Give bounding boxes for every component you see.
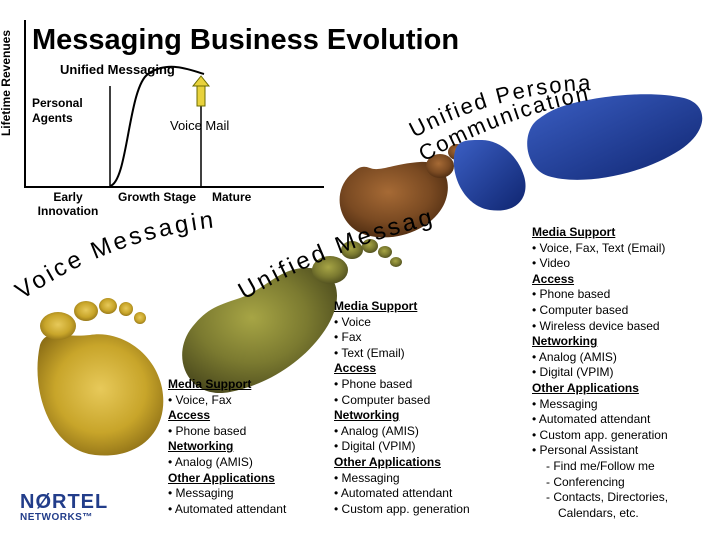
panel-item: • Automated attendant bbox=[532, 412, 651, 427]
panel-item: • Voice, Fax, Text (Email) bbox=[532, 240, 666, 255]
panel-item: • Messaging bbox=[168, 486, 234, 501]
y-axis bbox=[24, 20, 26, 187]
panel-item: • Computer based bbox=[334, 392, 431, 407]
panel-item: • Analog (AMIS) bbox=[334, 423, 419, 438]
arrow-shaft bbox=[196, 85, 206, 107]
panel-unified-personal: Media Support• Voice, Fax, Text (Email)•… bbox=[532, 225, 668, 521]
panel-item: • Analog (AMIS) bbox=[168, 454, 253, 469]
panel-heading: Networking bbox=[532, 334, 598, 349]
stage-personal-agents: Personal Agents bbox=[32, 96, 83, 125]
panel-heading: Networking bbox=[334, 408, 400, 423]
panel-heading: Media Support bbox=[532, 225, 616, 239]
panel-heading: Other Applications bbox=[334, 454, 441, 469]
panel-item: • Phone based bbox=[334, 376, 413, 391]
panel-heading: Media Support bbox=[168, 377, 252, 391]
arrow-head bbox=[191, 75, 211, 87]
panel-item: - Conferencing bbox=[546, 474, 625, 489]
page-title: Messaging Business Evolution bbox=[32, 24, 460, 56]
curve-label: Unified Messaging bbox=[60, 62, 175, 77]
stage-mature: Mature bbox=[212, 190, 252, 204]
panel-unified-messaging: Media Support• Voice• Fax• Text (Email)A… bbox=[334, 299, 470, 517]
panel-item: - Contacts, Directories, bbox=[546, 490, 669, 505]
panel-item: • Voice bbox=[334, 314, 371, 329]
panel-item: • Custom app. generation bbox=[334, 501, 470, 516]
arc-unified-messaging: Unified Messaging bbox=[0, 0, 438, 305]
stage-voice-mail: Voice Mail bbox=[170, 118, 230, 133]
panel-item: • Fax bbox=[334, 330, 362, 345]
panel-item: • Automated attendant bbox=[334, 486, 453, 501]
panel-item: • Video bbox=[532, 256, 571, 271]
panel-item: • Voice, Fax bbox=[168, 392, 232, 407]
shoe-print-sole bbox=[527, 94, 703, 180]
panel-heading: Access bbox=[168, 408, 211, 423]
panel-item: • Computer based bbox=[532, 302, 629, 317]
panel-item: • Wireless device based bbox=[532, 318, 660, 333]
stage-early-innovation: Early Innovation bbox=[37, 190, 99, 218]
panel-item: • Phone based bbox=[532, 287, 611, 302]
arc-voice-messaging: Voice Messaging bbox=[0, 0, 218, 305]
footprint-unified-messaging bbox=[182, 239, 402, 394]
panel-item: Calendars, etc. bbox=[558, 505, 639, 520]
adoption-curve bbox=[109, 65, 205, 187]
panel-item: • Digital (VPIM) bbox=[532, 365, 614, 380]
panel-heading: Access bbox=[532, 271, 575, 286]
logo-wordmark: NØRTEL bbox=[20, 491, 109, 513]
panel-item: • Custom app. generation bbox=[532, 427, 668, 442]
panel-item: - Find me/Follow me bbox=[546, 458, 655, 473]
nortel-logo: NØRTEL NETWORKS™ bbox=[20, 492, 108, 523]
logo-subtitle: NETWORKS™ bbox=[20, 512, 93, 523]
panel-heading: Access bbox=[334, 361, 377, 376]
panel-heading: Media Support bbox=[334, 299, 418, 313]
panel-item: • Personal Assistant bbox=[532, 443, 639, 458]
panel-item: • Messaging bbox=[334, 470, 400, 485]
shoe-print-heel bbox=[453, 140, 526, 211]
panel-item: • Digital (VPIM) bbox=[334, 439, 416, 454]
panel-item: • Text (Email) bbox=[334, 345, 405, 360]
panel-heading: Other Applications bbox=[168, 470, 275, 485]
x-axis bbox=[24, 186, 324, 188]
footprint-voice-messaging bbox=[37, 298, 164, 456]
stage-growth: Growth Stage bbox=[118, 190, 197, 204]
panel-heading: Other Applications bbox=[532, 380, 639, 395]
panel-heading: Networking bbox=[168, 439, 234, 454]
panel-item: • Messaging bbox=[532, 396, 598, 411]
panel-item: • Phone based bbox=[168, 423, 247, 438]
panel-item: • Analog (AMIS) bbox=[532, 349, 617, 364]
panel-item: • Automated attendant bbox=[168, 501, 287, 516]
